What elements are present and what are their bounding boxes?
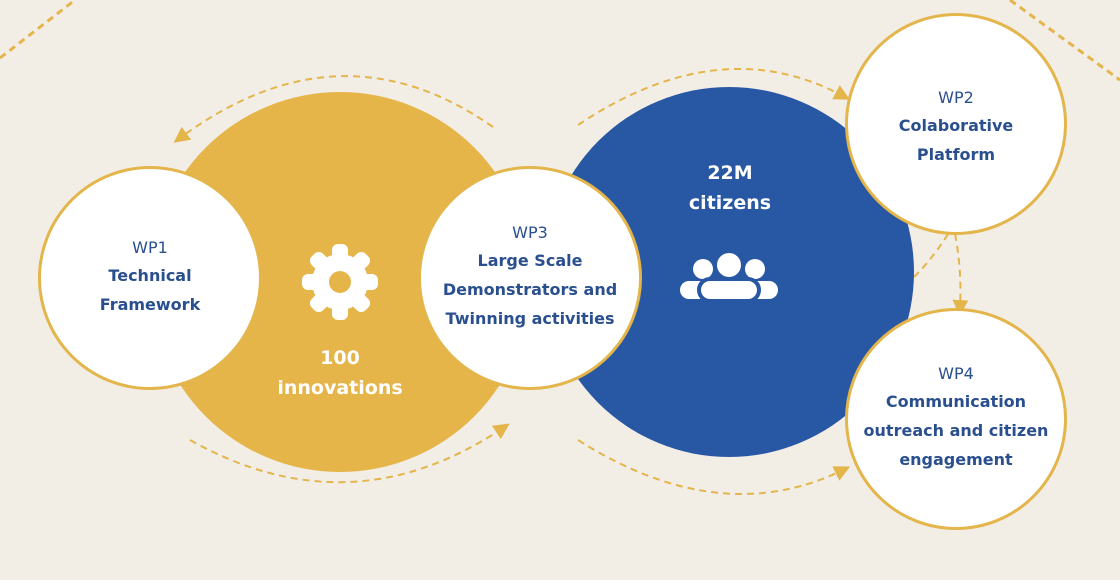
innovations-stat: 100 innovations: [260, 343, 420, 403]
arrow-wp3-to-wp4-bottom: [577, 439, 851, 495]
corner-dashed-line-left: [0, 0, 76, 60]
wp2-title-line: Colaborative: [898, 116, 1014, 135]
wp3-title-line: Twinning activities: [445, 309, 615, 328]
wp2-id: WP2: [938, 88, 974, 107]
wp2-node[interactable]: WP2 Colaborative Platform: [845, 13, 1067, 235]
wp3-title-line: Demonstrators and: [442, 280, 618, 299]
citizens-label: citizens: [688, 192, 772, 214]
wp4-node[interactable]: WP4 Communication outreach and citizen e…: [845, 308, 1067, 530]
arrow-wp3-to-wp2-top: [577, 68, 851, 126]
wp4-title-line: outreach and citizen: [863, 421, 1049, 440]
innovations-label: innovations: [277, 377, 403, 399]
wp3-title-line: Large Scale: [477, 251, 583, 270]
innovations-value: 100: [320, 347, 360, 369]
wp3-id: WP3: [512, 223, 548, 242]
people-group-icon: [680, 253, 778, 303]
wp1-id: WP1: [132, 237, 168, 257]
wp4-title-line: Communication: [885, 392, 1027, 411]
corner-dashed-line-right: [1009, 0, 1120, 82]
wp4-id: WP4: [938, 364, 974, 383]
wp1-title-line: Framework: [99, 294, 201, 314]
citizens-stat: 22M citizens: [650, 158, 810, 218]
wp1-title-line: Technical: [108, 265, 192, 285]
wp3-node[interactable]: WP3 Large Scale Demonstrators and Twinni…: [418, 166, 642, 390]
wp2-title-line: Platform: [916, 145, 996, 164]
arrow-wp2-to-wp4: [952, 233, 969, 316]
wp4-title-line: engagement: [899, 450, 1013, 469]
wp1-node[interactable]: WP1 Technical Framework: [38, 166, 262, 390]
citizens-value: 22M: [707, 162, 753, 184]
gear-icon: [302, 244, 378, 320]
